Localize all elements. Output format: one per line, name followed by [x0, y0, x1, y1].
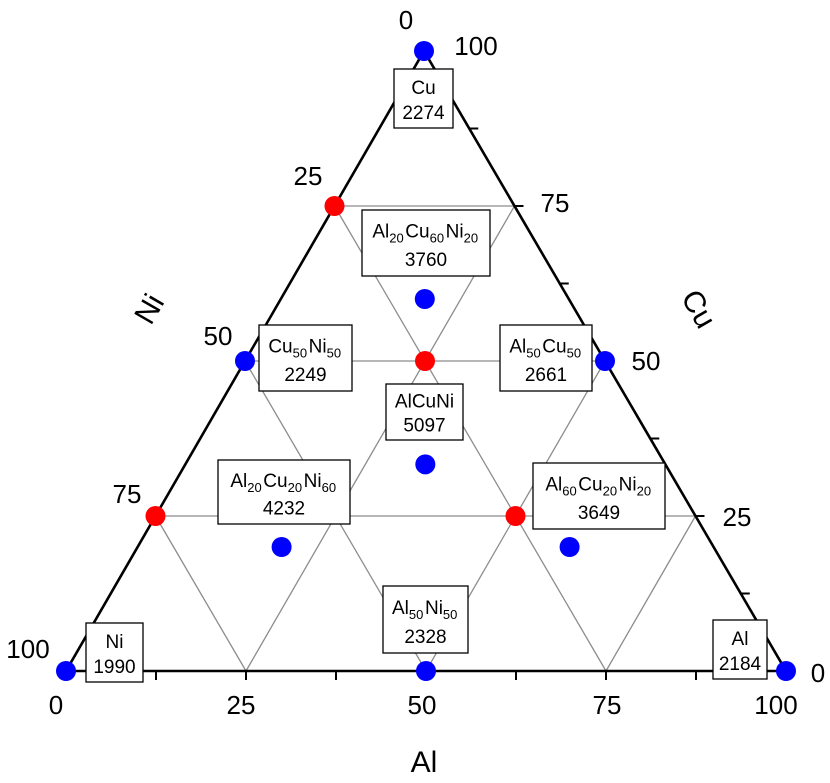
annotation-label: Al60 Cu20 Ni20 — [545, 475, 652, 499]
axis-title-cu: Cu — [674, 284, 722, 334]
annotation-box — [85, 622, 144, 683]
cu-tick-25: 25 — [723, 502, 752, 532]
data-point-0-2 — [56, 661, 76, 681]
annotation-label: Cu — [411, 78, 435, 99]
annotation-box — [712, 619, 768, 680]
annotation-label: Al20 Cu60 Ni20 — [372, 222, 479, 246]
data-point-1-3 — [415, 351, 435, 371]
annotation-value: 3649 — [578, 503, 620, 524]
annotation-box — [393, 68, 454, 129]
top-zero-tick: 0 — [399, 5, 413, 35]
al-tick-100: 100 — [754, 690, 797, 720]
data-point-0-9 — [559, 537, 580, 557]
data-point-0-7 — [415, 454, 436, 475]
cu-tick-0: 0 — [811, 658, 825, 688]
annotation-value: 2184 — [719, 654, 762, 675]
annotation-box — [385, 383, 464, 441]
data-points — [56, 41, 796, 681]
cu-tick-50: 50 — [632, 346, 661, 376]
grid-line-al-75 — [605, 515, 697, 672]
annotation-box — [258, 324, 353, 392]
annotation-label: Al — [732, 629, 749, 650]
ni-tick-50: 50 — [204, 321, 233, 351]
data-point-0-5 — [235, 351, 255, 371]
annotation-label: Ni — [106, 632, 124, 653]
al-tick-0: 0 — [49, 690, 63, 720]
data-point-1-1 — [145, 506, 166, 526]
annotation-label: Al50 Ni50 — [392, 598, 459, 622]
annotation-label: Cu50 Ni50 — [268, 337, 342, 361]
data-point-0-3 — [595, 351, 615, 371]
annotation-value: 5097 — [403, 416, 445, 437]
annotation-box — [217, 459, 351, 525]
grid-line-al-25 — [245, 205, 516, 672]
axis-title-al: Al — [411, 746, 438, 779]
ni-tick-75: 75 — [113, 479, 142, 509]
annotation-box — [361, 209, 491, 277]
data-point-0-8 — [271, 537, 292, 557]
ni-tick-100: 100 — [6, 634, 49, 664]
annotation-box — [499, 324, 593, 392]
annotation-box — [532, 462, 666, 530]
annotation-label: Al50 Cu50 — [509, 337, 582, 361]
annotation-value: 1990 — [93, 657, 135, 678]
annotation-value: 4232 — [263, 498, 305, 519]
al-tick-25: 25 — [227, 690, 256, 720]
tick-left — [105, 593, 112, 602]
al-tick-75: 75 — [593, 690, 622, 720]
data-point-0-4 — [416, 661, 436, 681]
annotation-label: Al20 Cu20 Ni60 — [230, 471, 337, 495]
tick-left — [284, 283, 291, 292]
al-tick-50: 50 — [408, 690, 437, 720]
data-point-1-2 — [505, 506, 526, 526]
annotation-value: 2249 — [284, 365, 326, 386]
tick-left — [194, 438, 202, 447]
data-point-0-0 — [414, 41, 434, 61]
annotation-label: AlCuNi — [395, 392, 454, 413]
data-point-0-1 — [776, 661, 796, 681]
annotation-value: 2661 — [525, 365, 567, 386]
annotation-value: 2274 — [402, 103, 445, 124]
axis-title-ni: Ni — [128, 289, 171, 330]
cu-tick-100: 100 — [454, 31, 497, 61]
data-point-1-0 — [324, 196, 345, 216]
data-point-0-6 — [414, 289, 435, 309]
grid-line-ni-25 — [333, 205, 607, 672]
grid-line-ni-75 — [154, 515, 247, 672]
annotation-box — [382, 585, 469, 654]
ni-tick-25: 25 — [294, 161, 323, 191]
annotation-value: 3760 — [405, 250, 447, 271]
annotation-value: 2328 — [404, 627, 446, 648]
cu-tick-75: 75 — [541, 188, 570, 218]
tick-left — [373, 128, 381, 137]
